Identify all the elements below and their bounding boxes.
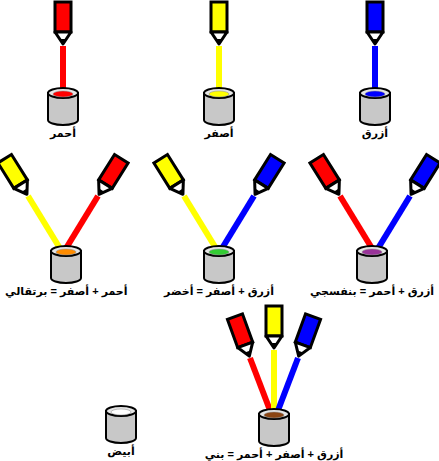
paint-bucket: أزرق + أصفر = أخضر bbox=[162, 245, 276, 298]
paint-bucket: أصفر bbox=[202, 87, 236, 140]
bucket-icon bbox=[355, 245, 389, 285]
paint-bucket: أزرق + أحمر = بنفسجي bbox=[308, 245, 436, 298]
color-label: أزرق bbox=[358, 127, 392, 140]
bucket-icon bbox=[202, 87, 236, 127]
pencil-icon bbox=[0, 2, 439, 359]
bucket-icon bbox=[104, 405, 138, 445]
color-label: أزرق + أصفر + أحمر = بني bbox=[203, 448, 346, 461]
color-label: أصفر bbox=[202, 127, 236, 140]
bucket-icon bbox=[257, 408, 291, 448]
bucket-icon bbox=[46, 87, 80, 127]
paint-bucket: أحمر + أصفر = برتقالي bbox=[3, 245, 130, 298]
bucket-icon bbox=[49, 245, 83, 285]
paint-bucket: أزرق + أصفر + أحمر = بني bbox=[203, 408, 346, 461]
bucket-icon bbox=[202, 245, 236, 285]
color-label: أزرق + أصفر = أخضر bbox=[162, 285, 276, 298]
paint-bucket: أحمر bbox=[46, 87, 80, 140]
color-label: أبيض bbox=[104, 445, 138, 458]
paint-bucket: أزرق bbox=[358, 87, 392, 140]
color-label: أزرق + أحمر = بنفسجي bbox=[308, 285, 436, 298]
bucket-icon bbox=[358, 87, 392, 127]
color-label: أحمر bbox=[46, 127, 80, 140]
paint-bucket: أبيض bbox=[104, 405, 138, 458]
color-label: أحمر + أصفر = برتقالي bbox=[3, 285, 130, 298]
paint-stream bbox=[28, 46, 410, 413]
